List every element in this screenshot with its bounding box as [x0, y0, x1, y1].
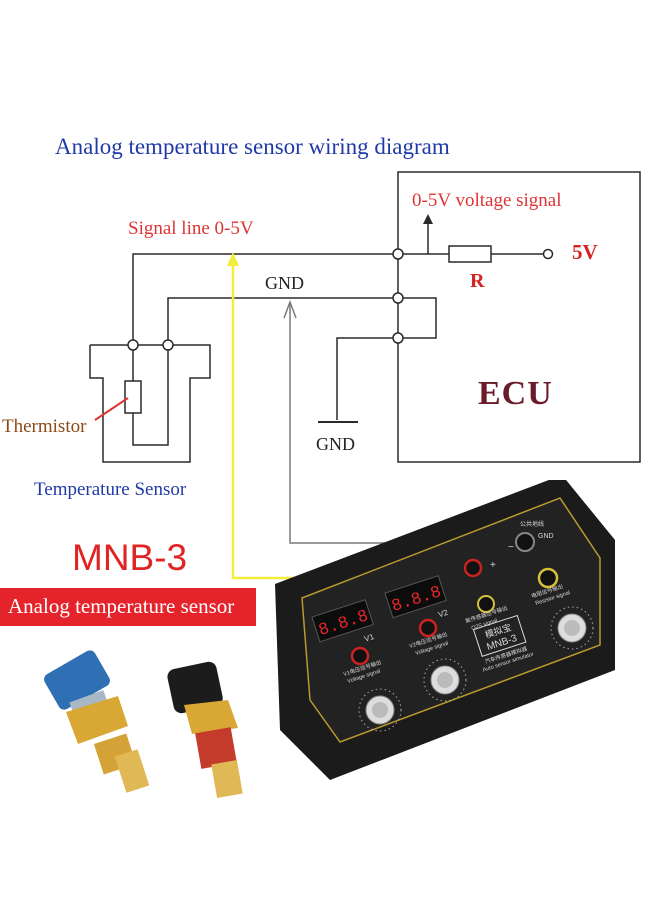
- jack-gnd[interactable]: [515, 532, 535, 552]
- ecu-label: ECU: [478, 375, 553, 412]
- thermistor-symbol: [124, 380, 142, 414]
- jack-v2-output[interactable]: [418, 618, 438, 638]
- knob-middle[interactable]: [423, 658, 467, 702]
- gnd-label-bottom: GND: [316, 434, 355, 454]
- plus-sign: +: [490, 560, 496, 571]
- chassis-gnd-wire: [336, 337, 398, 420]
- svg-text:V2: V2: [437, 608, 450, 620]
- voltage-arrow-head: [423, 214, 433, 224]
- knob-right[interactable]: [550, 606, 594, 650]
- resistor-label: R: [470, 270, 485, 292]
- supply-voltage-label: 5V: [572, 240, 598, 264]
- signal-line-label: Signal line 0-5V: [128, 218, 254, 239]
- sensor-product-blue: [44, 650, 150, 793]
- yellow-arrow-head: [227, 252, 239, 266]
- supply-terminal: [542, 248, 554, 260]
- thermistor-pointer: [94, 397, 129, 421]
- junction-node: [392, 332, 404, 344]
- public-gnd-label: 公共地线: [520, 520, 544, 528]
- sensor-pin: [127, 339, 139, 351]
- sensor-product-black: [167, 661, 243, 798]
- sensor-inner-wire: [132, 345, 169, 446]
- product-banner-text: Analog temperature sensor: [8, 594, 235, 618]
- device-panel: [301, 497, 601, 743]
- sensor-housing: [89, 344, 211, 463]
- junction-node: [392, 248, 404, 260]
- diagram-title: Analog temperature sensor wiring diagram: [55, 134, 450, 159]
- knob-left[interactable]: [358, 688, 402, 732]
- jack-resistor-signal[interactable]: [537, 567, 559, 589]
- resistor-symbol: [448, 245, 492, 263]
- junction-node: [392, 292, 404, 304]
- gray-arrow-head: [283, 299, 297, 319]
- jack-o2s-signal[interactable]: [477, 595, 495, 613]
- gnd-label-top: GND: [265, 273, 304, 293]
- sensor-pin: [162, 339, 174, 351]
- svg-text:V1: V1: [363, 632, 376, 644]
- signal-wire: [132, 253, 548, 345]
- ecu-gnd-loop: [398, 297, 437, 339]
- jack-red-1[interactable]: [463, 558, 483, 578]
- product-model-label: MNB-3: [72, 537, 188, 578]
- product-banner: [0, 588, 256, 626]
- ecu-box: [397, 171, 641, 463]
- minus-sign: −: [508, 542, 514, 553]
- temperature-sensor-label: Temperature Sensor: [34, 479, 187, 500]
- mnb3-device: 8.8.8 V1 8.8.8 V2 GND 公共地线 − + 电阻信号输出 Re…: [275, 480, 615, 780]
- thermistor-label: Thermistor: [2, 416, 87, 437]
- gnd-wire: [167, 297, 398, 345]
- voltage-signal-label: 0-5V voltage signal: [412, 190, 562, 211]
- gnd-jack-label: GND: [538, 533, 554, 540]
- jack-v1-output[interactable]: [350, 646, 370, 666]
